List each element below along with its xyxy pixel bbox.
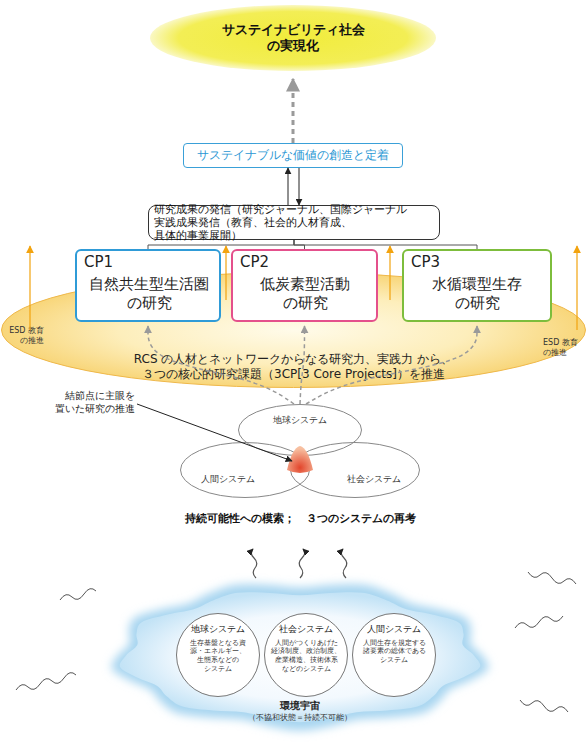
tree-line — [294, 240, 477, 249]
project-code: CP3 — [411, 253, 543, 272]
capacity-band-shape — [2, 273, 586, 388]
node-text-area: CP2 低炭素型活動 の研究 — [240, 253, 370, 319]
wavy-arrow — [299, 549, 305, 578]
side-note: ESD 教育 の推進 — [543, 338, 585, 358]
system-label: 地球システム — [273, 415, 327, 426]
system-circle-shape — [353, 614, 436, 697]
node-text-area: 地球システム生存基盤となる資 源・エネルギー、 生態系などの システム — [180, 624, 256, 690]
project-box: CP1 自然共生型生活圏 の研究 — [75, 249, 221, 322]
section-caption: 持続可能性への模索； ３つのシステムの再考 — [140, 512, 460, 526]
node-text-area: 人間システム — [188, 474, 268, 488]
system-circle: 社会システム人間がつくりあげた 経済制度、政治制度、 産業構造、技術体系 などの… — [264, 613, 348, 697]
node-text-area: サステイナビリティ社会 の実現化 — [150, 5, 436, 71]
cloud-title: 環境宇宙 — [280, 700, 320, 713]
system-ellipse: 社会システム — [290, 442, 420, 498]
system-circle-shape — [177, 614, 260, 697]
annotation: 結節点に主眼を 置いた研究の推進 — [40, 390, 135, 415]
circle-body: 人間がつくりあげた 経済制度、政治制度、 産業構造、技術体系 などのシステム — [270, 639, 342, 674]
wavy-arrows — [251, 549, 347, 578]
box-text: 研究成果の発信（研究ジャーナル、国際ジャーナル 実践成果発信（教育、社会的人材育… — [154, 203, 434, 242]
node-text-area: 地球システム — [238, 415, 362, 431]
box-text: サステイナブルな価値の創造と定着 — [187, 148, 399, 163]
project-title: 自然共生型生活圏 の研究 — [84, 275, 214, 313]
node-text-area: CP1 自然共生型生活圏 の研究 — [84, 253, 214, 319]
system-circle: 地球システム生存基盤となる資 源・エネルギー、 生態系などの システム — [176, 613, 260, 697]
environment-cloud: 環境宇宙（不協和状態＝持続不可能） 地球システム生存基盤となる資 源・エネルギー、… — [112, 578, 488, 733]
goal-text: サステイナビリティ社会 の実現化 — [214, 22, 372, 55]
esd-arrows — [30, 246, 577, 330]
system-ellipse: 地球システム — [238, 404, 362, 456]
system-ellipse-shape — [291, 443, 420, 498]
node-text-area: CP3 水循環型生存 の研究 — [411, 253, 543, 319]
circle-title: 人間システム — [367, 624, 421, 635]
system-label: 人間システム — [201, 474, 255, 485]
system-label: 社会システム — [347, 474, 401, 485]
tree-line — [294, 240, 305, 249]
squiggle-line — [16, 673, 76, 690]
system-circle: 人間システム人間生存を規定する 諸要素の総体である システム — [352, 613, 436, 697]
cloud-note: （不協和状態＝持続不可能） — [248, 713, 352, 723]
circle-title: 社会システム — [279, 624, 333, 635]
tree-line — [148, 240, 294, 249]
value-box: サステイナブルな価値の創造と定着 — [183, 143, 403, 168]
cloud-glow — [111, 584, 488, 730]
squiggle-line — [520, 700, 568, 712]
dashed-arrow — [292, 79, 295, 143]
node-text-area: サステイナブルな価値の創造と定着 — [184, 144, 401, 166]
node-text-area: 人間システム人間生存を規定する 諸要素の総体である システム — [356, 624, 432, 690]
project-title: 水循環型生存 の研究 — [411, 275, 543, 313]
node-text-area: 社会システム — [334, 474, 414, 488]
node-text-area: RCS の人材とネットワークからなる研究力、実践力 から、３つの核心的研究課題（… — [101, 350, 486, 384]
wavy-arrow — [251, 549, 257, 578]
node-text-area: 研究成果の発信（研究ジャーナル、国際ジャーナル 実践成果発信（教育、社会的人材育… — [149, 206, 439, 239]
node-text-area: 環境宇宙（不協和状態＝持続不可能） — [112, 700, 488, 732]
circle-title: 地球システム — [191, 624, 245, 635]
system-circle-shape — [265, 614, 348, 697]
squiggle-line — [60, 589, 96, 600]
project-box: CP2 低炭素型活動 の研究 — [231, 249, 378, 322]
goal-ellipse: サステイナビリティ社会 の実現化 — [150, 5, 436, 71]
cloud-shape — [120, 592, 481, 722]
flow-arrow — [299, 168, 300, 205]
system-ellipse-outline — [238, 404, 362, 456]
circle-body: 生存基盤となる資 源・エネルギー、 生態系などの システム — [188, 639, 248, 674]
flow-arrow — [288, 168, 289, 205]
project-code: CP2 — [240, 253, 370, 272]
squiggle-line — [515, 616, 563, 628]
system-ellipse-outline — [290, 442, 420, 498]
circle-body: 人間生存を規定する 諸要素の総体である システム — [361, 639, 427, 665]
side-note: ESD 教育 の推進 — [2, 326, 44, 346]
node-text-area: 社会システム人間がつくりあげた 経済制度、政治制度、 産業構造、技術体系 などの… — [268, 624, 344, 690]
goal-ellipse-shape — [150, 5, 436, 71]
system-ellipse-shape — [239, 405, 362, 456]
squiggle-line — [528, 572, 576, 584]
output-box: 研究成果の発信（研究ジャーナル、国際ジャーナル 実践成果発信（教育、社会的人材育… — [148, 205, 440, 240]
project-title: 低炭素型活動 の研究 — [240, 275, 370, 313]
band-text: RCS の人材とネットワークからなる研究力、実践力 から、３つの核心的研究課題（… — [113, 352, 475, 382]
project-code: CP1 — [84, 253, 214, 272]
wavy-arrow — [341, 549, 347, 578]
project-box: CP3 水循環型生存 の研究 — [402, 249, 552, 322]
